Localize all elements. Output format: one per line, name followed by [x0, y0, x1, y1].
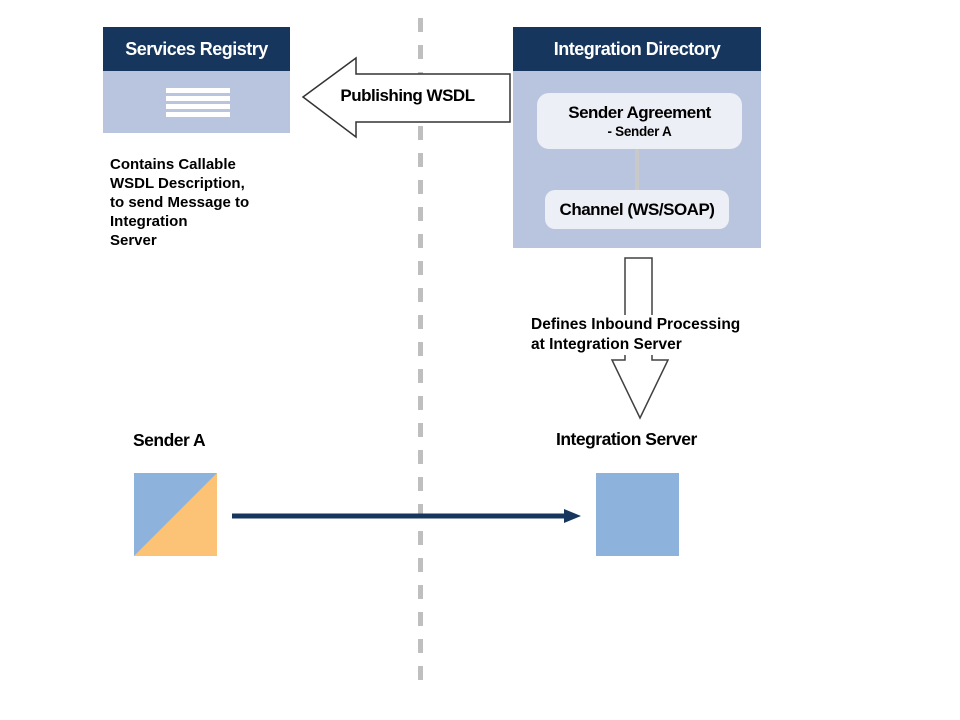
services-registry-title: Services Registry — [125, 38, 268, 59]
integration-directory-header: Integration Directory — [513, 27, 761, 71]
channel-card: Channel (WS/SOAP) — [545, 190, 729, 229]
sender-a-square-icon — [134, 473, 217, 556]
card-connector-line — [635, 148, 639, 192]
services-registry-box: Services Registry — [103, 27, 290, 133]
services-registry-body — [103, 71, 290, 133]
sender-agreement-subtitle: - Sender A — [607, 124, 672, 139]
defines-note-text: Defines Inbound Processing at Integratio… — [531, 315, 741, 355]
sender-a-label: Sender A — [133, 430, 206, 450]
sender-agreement-card: Sender Agreement - Sender A — [537, 93, 742, 149]
channel-title: Channel (WS/SOAP) — [559, 199, 715, 219]
services-registry-header: Services Registry — [103, 27, 290, 71]
message-flow-arrow-right-icon — [232, 509, 581, 523]
registry-note-text: Contains Callable WSDL Description, to s… — [110, 156, 250, 249]
integration-server-square-icon — [596, 473, 679, 556]
publishing-arrow-label: Publishing WSDL — [340, 86, 475, 105]
dashed-separator-line — [418, 18, 423, 682]
sender-agreement-title: Sender Agreement — [568, 103, 711, 122]
document-lines-icon — [166, 88, 230, 120]
integration-server-label: Integration Server — [556, 429, 697, 449]
integration-directory-title: Integration Directory — [553, 38, 721, 59]
publishing-wsdl-arrow-left-icon — [301, 56, 511, 139]
